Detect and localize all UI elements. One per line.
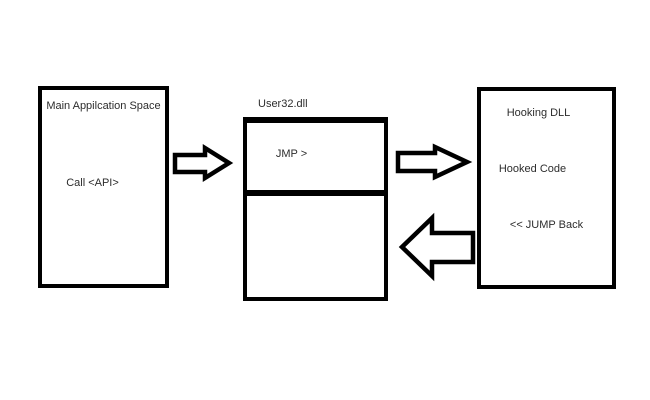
right-arrow-icon	[172, 143, 234, 183]
jmp-label: JMP >	[275, 148, 308, 160]
right-arrow-icon	[395, 143, 473, 181]
user32-title: User32.dll	[258, 98, 308, 110]
hooking-dll-box: Hooking DLL Hooked Code << JUMP Back	[477, 87, 616, 289]
jump-back-label: << JUMP Back	[509, 219, 584, 231]
hooked-code-label: Hooked Code	[498, 163, 567, 175]
user32-patched-section: JMP >	[247, 123, 384, 196]
call-api-label: Call <API>	[66, 177, 119, 189]
hooking-dll-label: Hooking DLL	[506, 107, 571, 119]
user32-lower-section	[247, 196, 384, 297]
main-application-label: Main Appilcation Space	[46, 100, 161, 112]
main-application-box: Main Appilcation Space Call <API>	[38, 86, 169, 288]
user32-box: JMP >	[243, 117, 388, 301]
left-arrow-icon	[398, 212, 476, 282]
